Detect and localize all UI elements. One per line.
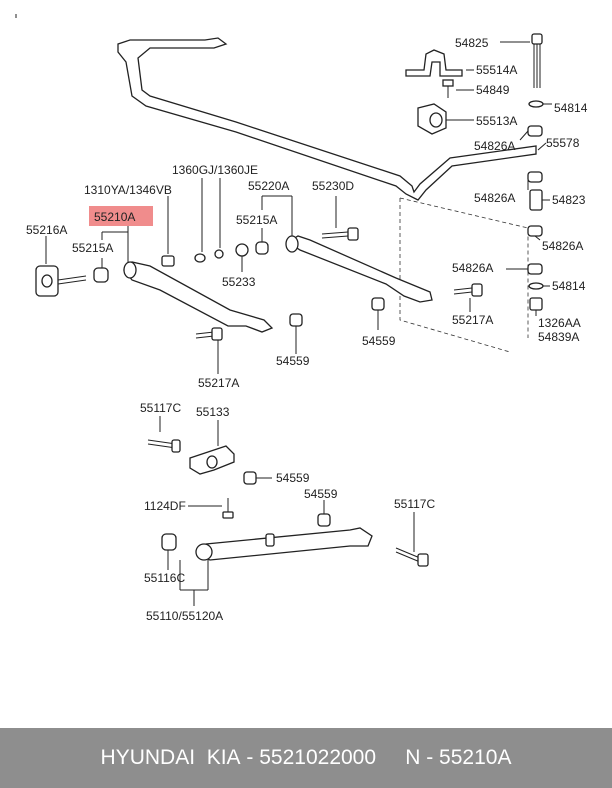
lower-control-arm-rear [285, 235, 433, 303]
label-55117C: 55117C [140, 401, 181, 415]
lower-control-arm-front [123, 261, 274, 333]
part-highlight [89, 206, 153, 226]
parts-exploded-diagram: 54825 55514A 54849 54814 55513A 54826A 5… [15, 14, 588, 623]
label-54559: 54559 [304, 487, 338, 501]
label-1326AA: 1326AA [538, 316, 581, 330]
label-55230D: 55230D [312, 179, 354, 193]
label-55217A: 55217A [452, 313, 493, 327]
label-55133: 55133 [196, 405, 230, 419]
small-hardware [35, 227, 483, 341]
label-1360GJ-1360JE: 1360GJ/1360JE [172, 163, 258, 177]
label-54826A: 54826A [474, 191, 515, 205]
label-54826A: 54826A [474, 139, 515, 153]
label-55578: 55578 [546, 136, 580, 150]
lateral-rod [161, 513, 429, 567]
label-55210A: 55210A [94, 210, 135, 224]
label-55513A: 55513A [476, 114, 517, 128]
label-55110-55120A: 55110/55120A [146, 609, 223, 623]
label-55220A: 55220A [248, 179, 289, 193]
label-1124DF: 1124DF [144, 499, 186, 513]
label-54849: 54849 [476, 83, 510, 97]
footer-bar: HYUNDAI KIA - 5521022000 N - 55210A [0, 728, 612, 788]
label-55117C: 55117C [394, 497, 435, 511]
label-54826A: 54826A [452, 261, 493, 275]
stabilizer-bar [117, 37, 537, 201]
label-55514A: 55514A [476, 63, 517, 77]
label-54559: 54559 [276, 471, 310, 485]
label-55217A: 55217A [198, 376, 239, 390]
bolt-54849 [442, 79, 454, 98]
label-54826A: 54826A [542, 239, 583, 253]
label-54839A: 54839A [538, 330, 579, 344]
label-54559: 54559 [362, 334, 396, 348]
label-55215A: 55215A [236, 213, 277, 227]
label-55216A: 55216A [26, 223, 67, 237]
label-54825: 54825 [455, 36, 489, 50]
label-55116C: 55116C [144, 571, 185, 585]
label-54814: 54814 [554, 101, 588, 115]
label-55215A: 55215A [72, 241, 113, 255]
footer-part-number: 5521022000 [259, 746, 377, 769]
stabilizer-link-assembly [527, 33, 544, 311]
footer-make: KIA [206, 746, 241, 769]
label-54559: 54559 [276, 354, 310, 368]
bushing-bracket [405, 49, 463, 77]
leader-lines [45, 41, 552, 606]
footer-brand: HYUNDAI [100, 746, 196, 769]
label-54814: 54814 [552, 279, 586, 293]
label-55233: 55233 [222, 275, 256, 289]
label-1310YA-1346VB: 1310YA/1346VB [84, 183, 172, 197]
label-54823: 54823 [552, 193, 586, 207]
footer-reference: N - 55210A [405, 746, 512, 769]
part-labels: 54825 55514A 54849 54814 55513A 54826A 5… [26, 36, 588, 623]
